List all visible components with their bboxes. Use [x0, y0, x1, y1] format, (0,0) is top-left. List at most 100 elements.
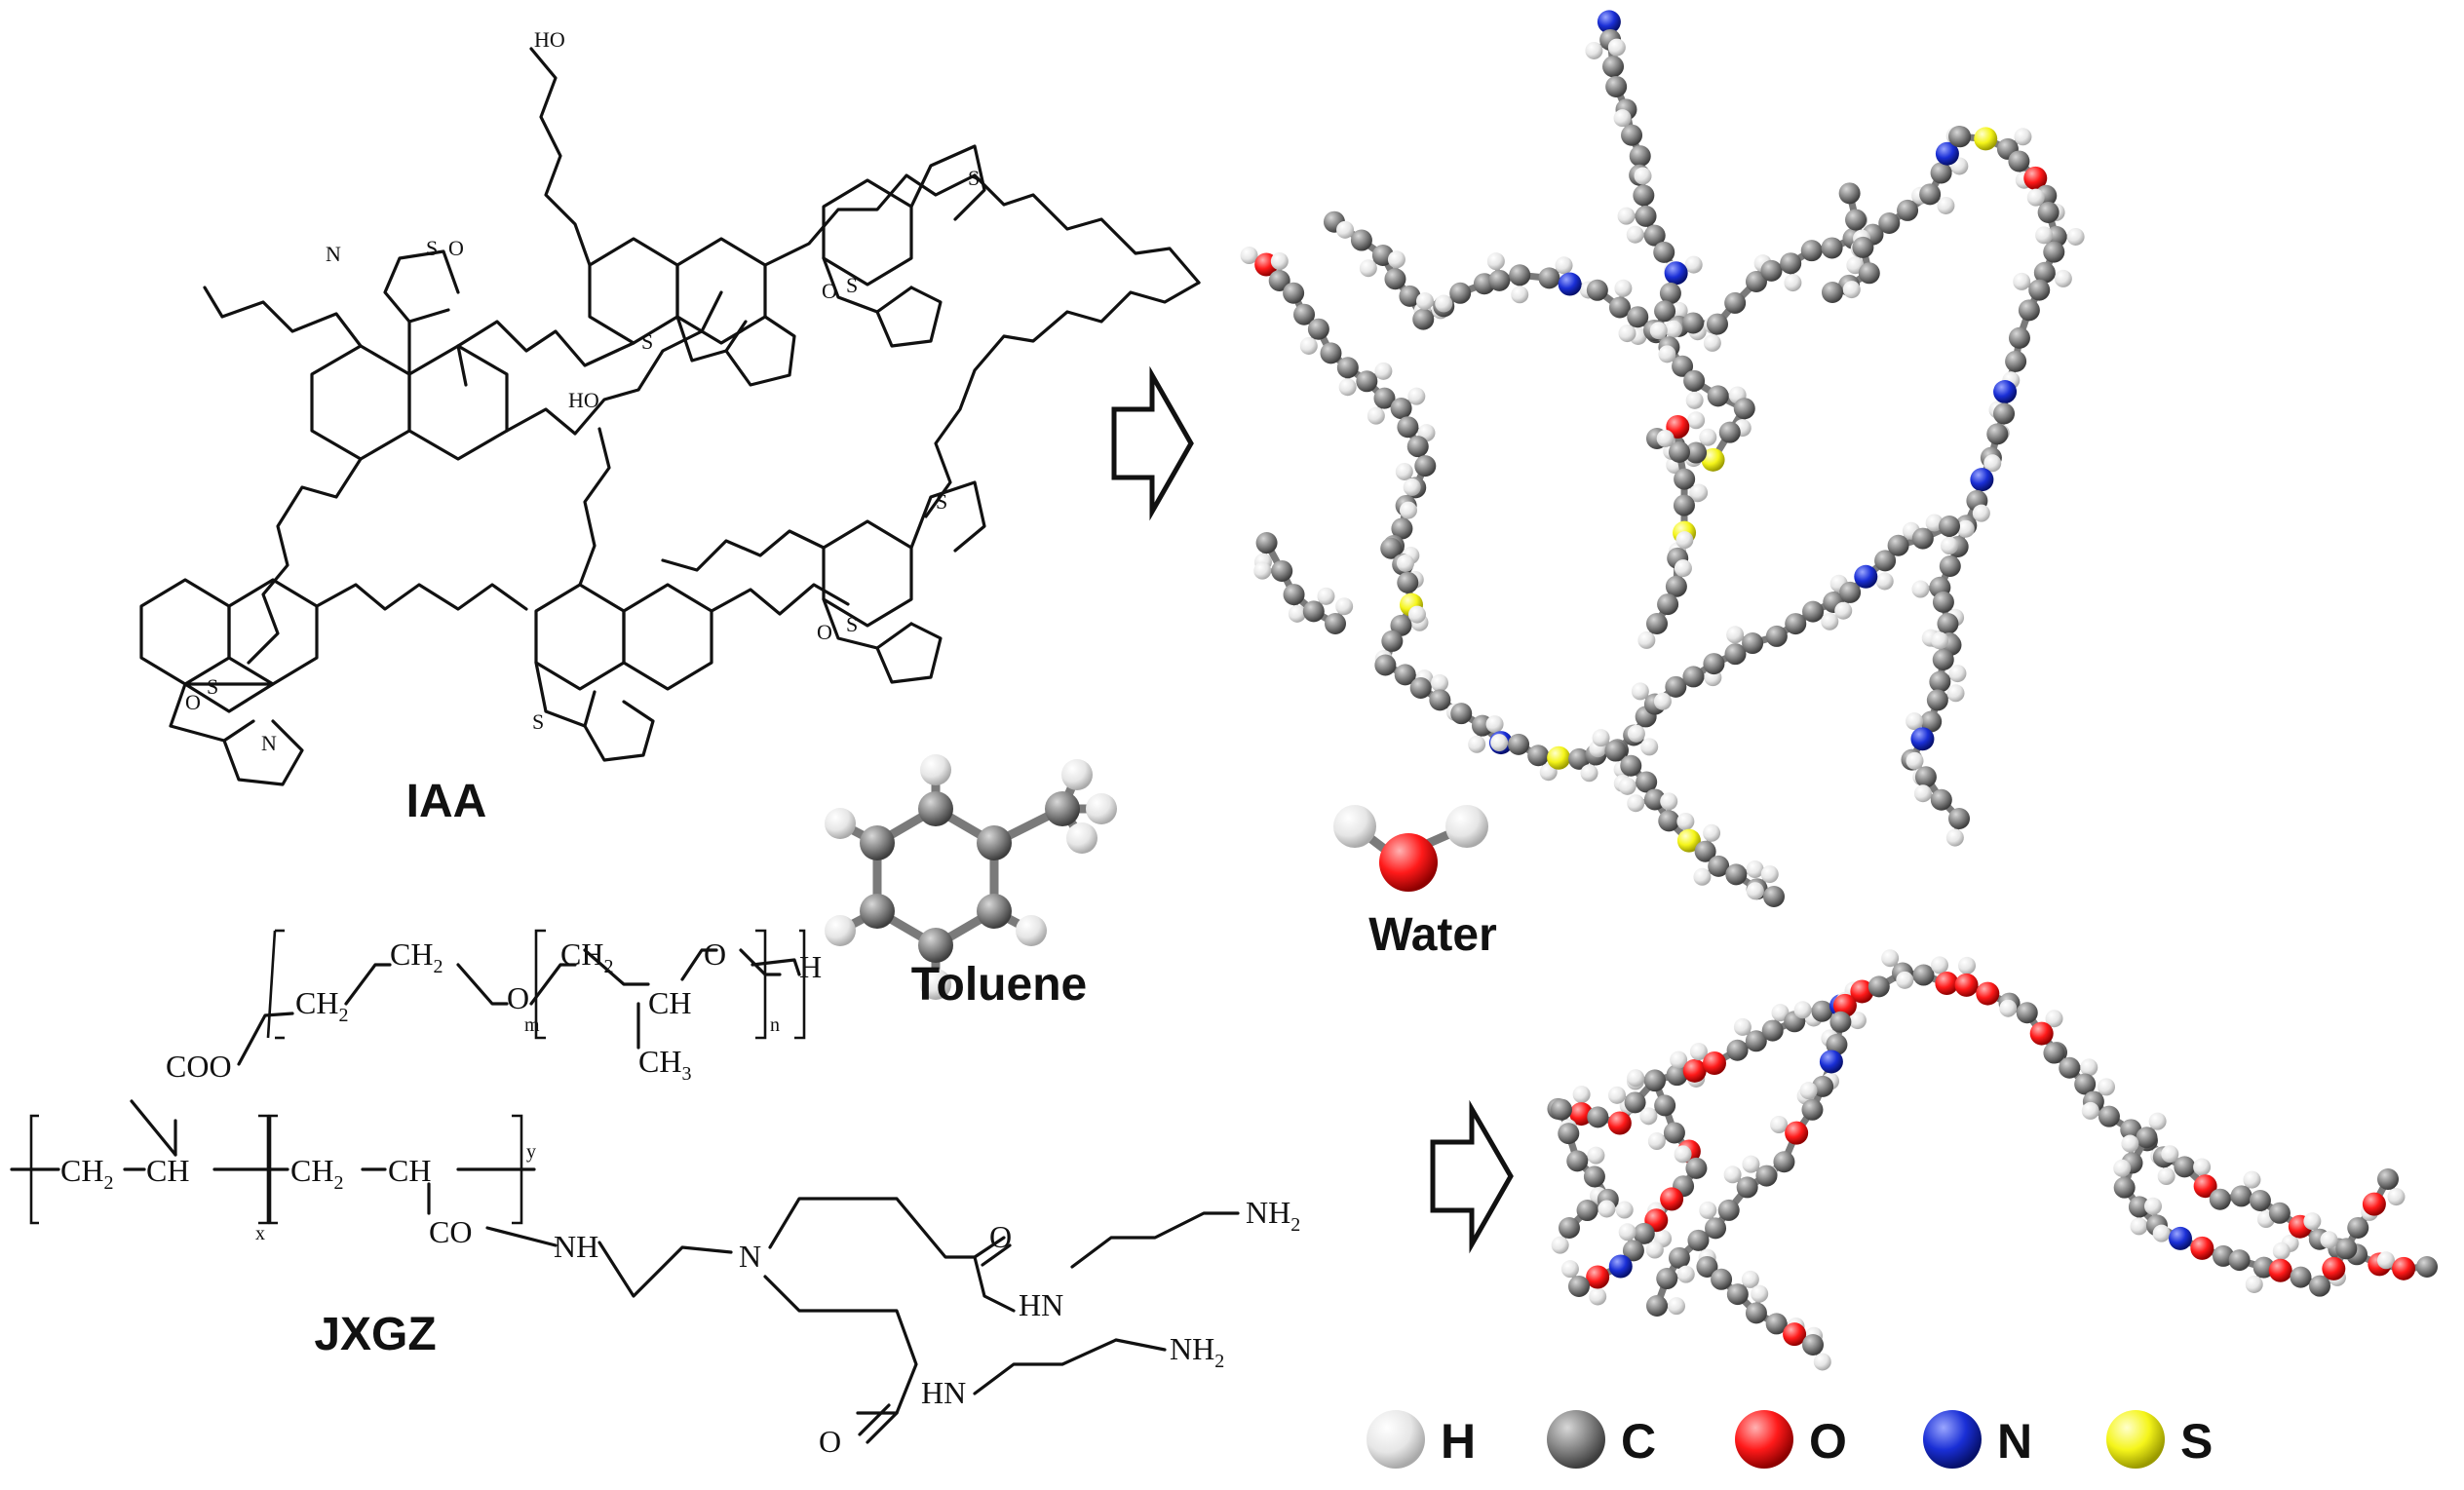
hydrogen-atom — [1931, 631, 1949, 650]
nitrogen-atom — [1854, 564, 1878, 589]
hydrogen-atom — [1946, 684, 1965, 703]
hydrogen-atom — [1288, 604, 1306, 623]
hydrogen-atom — [1913, 784, 1932, 803]
jxgz-ch2-peg-1: CH2 — [295, 985, 348, 1026]
hydrogen-atom — [1674, 559, 1692, 578]
carbon-atom — [1760, 259, 1783, 282]
carbon-atom — [1736, 1176, 1758, 1199]
carbon-atom — [1558, 1123, 1580, 1145]
carbon-atom — [1665, 675, 1687, 698]
jxgz-o-amide-2: O — [819, 1424, 841, 1459]
legend-label-o: O — [1809, 1414, 1847, 1469]
carbon-atom — [1724, 291, 1747, 314]
hydrogen-atom — [1821, 612, 1839, 630]
hydrogen-atom — [1676, 1265, 1695, 1283]
carbon-atom — [1381, 630, 1404, 652]
carbon-atom — [1949, 126, 1972, 148]
carbon-atom — [2074, 1073, 2097, 1095]
jxgz-nh2-1: NH2 — [1246, 1195, 1300, 1236]
hydrogen-atom — [1667, 1297, 1685, 1316]
carbon-atom — [1711, 1268, 1733, 1290]
carbon-atom — [1559, 1217, 1580, 1239]
water-label: Water — [1368, 909, 1497, 961]
nitrogen-atom — [1935, 141, 1959, 166]
iaa-n-upper: N — [326, 242, 341, 266]
carbon-atom — [1608, 296, 1631, 319]
carbon-atom — [1602, 56, 1625, 78]
right-arrow-bottom — [1430, 1099, 1514, 1254]
hydrogen-atom — [1784, 274, 1802, 292]
jxgz-skeletal-structure: CH2 CH2 O m CH2 CH O CH3 n H COO CH2 CH … — [10, 929, 1300, 1459]
carbon-atom — [1633, 184, 1655, 207]
jxgz-ch2-ppg: CH2 — [560, 936, 613, 977]
carbon-atom — [1605, 75, 1628, 97]
carbon-atom — [1696, 1255, 1718, 1278]
iaa-s-ring-top: S — [968, 166, 980, 190]
carbon-atom — [1657, 593, 1679, 616]
carbon-atom — [1576, 1200, 1598, 1222]
hydrogen-atom — [1317, 587, 1335, 605]
iaa-n-left: N — [261, 731, 277, 755]
carbon-atom — [1802, 600, 1825, 623]
carbon-atom — [1635, 205, 1657, 227]
hydrogen-atom — [1675, 531, 1694, 550]
oxygen-atom — [1702, 1051, 1726, 1076]
carbon-atom — [1397, 416, 1419, 439]
jxgz-3d-model — [1547, 949, 2438, 1371]
oxygen-atom — [1935, 972, 1959, 996]
hydrogen-atom — [1511, 286, 1529, 304]
hydrogen-atom — [1931, 956, 1949, 974]
hydrogen-atom — [1687, 411, 1706, 430]
hydrogen-atom — [1647, 1132, 1666, 1151]
jxgz-n-subscript: n — [770, 1014, 780, 1036]
carbon-atom — [1717, 1199, 1740, 1221]
iaa-o-left: O — [185, 690, 201, 714]
hydrogen-atom — [1741, 1270, 1759, 1288]
legend-item-n: N — [1923, 1410, 2032, 1469]
hydrogen-atom — [1689, 1043, 1708, 1061]
hydrogen-atom — [2045, 1010, 2063, 1028]
carbon-atom — [2043, 241, 2065, 263]
oxygen-atom — [2322, 1256, 2346, 1280]
hydrogen-atom — [1270, 252, 1289, 271]
hydrogen-atom — [1906, 751, 1924, 770]
iaa-skeletal-structure: HO HO N S O S O N S S S O S S S O — [139, 27, 1201, 786]
carbon-atom — [1307, 318, 1329, 340]
carbon-atom — [2308, 1275, 2330, 1297]
hydrogen-atom — [2113, 1159, 2132, 1177]
hydrogen-atom — [1608, 1086, 1627, 1104]
carbon-atom — [1672, 355, 1694, 377]
carbon-atom — [2128, 1196, 2150, 1218]
sulfur-atom — [1676, 828, 1701, 853]
carbon-atom — [1874, 550, 1897, 572]
jxgz-ch2-backbone-1: CH2 — [60, 1153, 113, 1194]
oxygen-atom — [2023, 166, 2048, 190]
iaa-label: IAA — [406, 776, 487, 827]
carbon-atom — [1745, 1302, 1767, 1324]
hydrogen-atom — [1335, 597, 1354, 616]
hydrogen-atom — [1948, 665, 1967, 683]
legend-swatch-s — [2106, 1410, 2165, 1469]
carbon-atom — [1412, 308, 1435, 330]
hydrogen-atom — [2193, 1158, 2212, 1176]
carbon-atom — [1658, 810, 1680, 832]
hydrogen-atom — [1813, 1353, 1831, 1371]
carbon-atom — [1867, 975, 1890, 998]
carbon-atom — [1302, 600, 1325, 623]
toluene-label: Toluene — [911, 959, 1087, 1011]
jxgz-ch-backbone-1: CH — [146, 1153, 189, 1188]
hydrogen-atom — [1956, 519, 1975, 538]
hydrogen-atom — [1431, 673, 1449, 692]
hydrogen-atom — [1639, 1107, 1658, 1126]
hydrogen-atom — [1560, 1260, 1579, 1279]
hydrogen-atom — [1617, 207, 1636, 225]
hydrogen-atom — [1703, 823, 1721, 842]
hydrogen-atom — [2376, 1251, 2395, 1270]
carbon-atom — [1668, 440, 1690, 463]
hydrogen-atom — [1733, 1017, 1752, 1036]
carbon-atom — [1920, 710, 1943, 733]
hydrogen-atom — [2272, 1242, 2291, 1260]
carbon-atom — [1930, 162, 1952, 184]
hydrogen-atom — [1395, 462, 1413, 480]
hydrogen-atom — [1415, 292, 1434, 311]
